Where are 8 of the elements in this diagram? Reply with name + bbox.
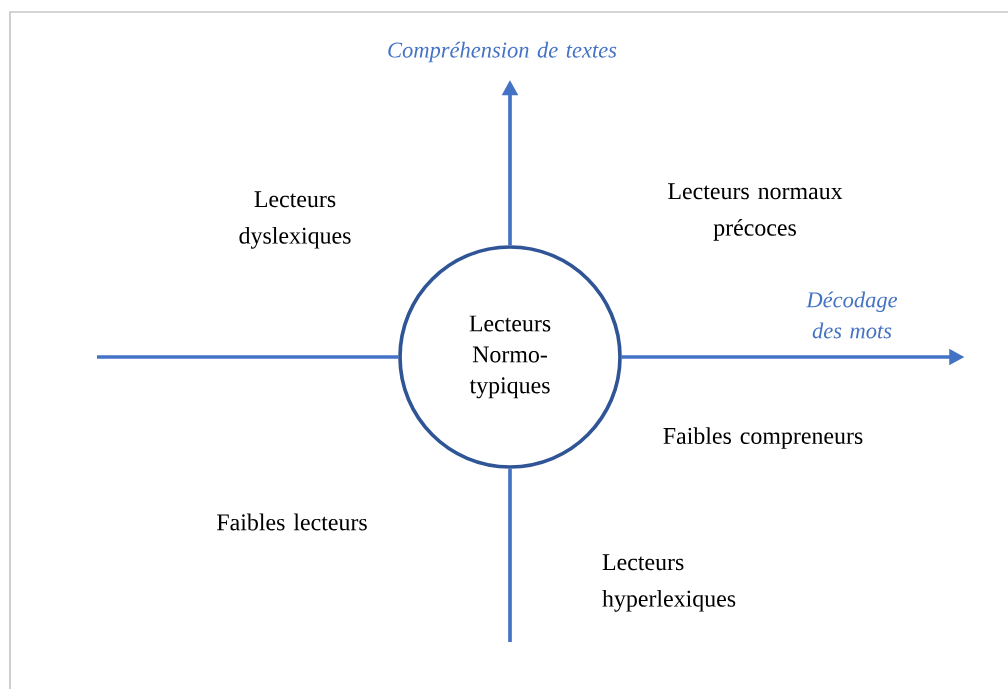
quadrant-label: Lecteurs dyslexiques xyxy=(239,191,351,249)
quadrant-label: Lecteurs normaux précoces xyxy=(668,183,843,241)
quadrant-label: Faibles lecteurs xyxy=(217,513,367,531)
axis-label: Compréhension de textes xyxy=(388,41,617,63)
circle-node: Lecteurs Normo- typiques xyxy=(398,245,622,469)
quadrant-label: Faibles compreneurs xyxy=(663,427,863,449)
quadrant-label: Lecteurs hyperlexiques xyxy=(602,554,736,612)
axis-label: Décodage des mots xyxy=(806,291,898,339)
